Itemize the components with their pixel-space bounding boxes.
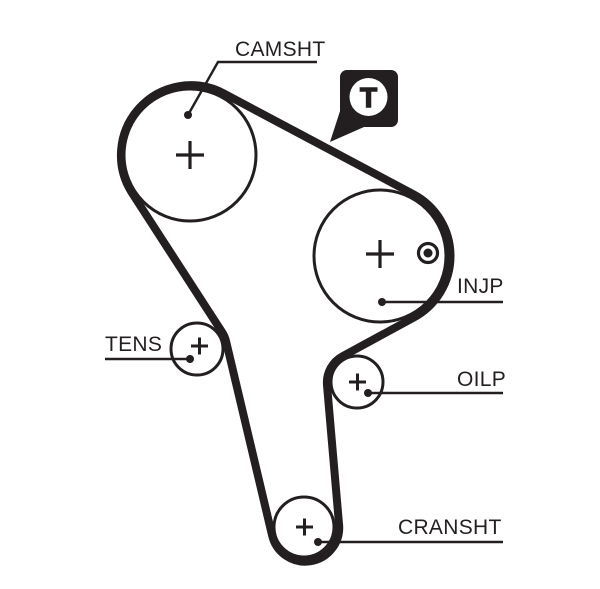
badge-letter: T	[360, 82, 377, 113]
timing-belt	[116, 81, 455, 566]
camshaft-center-cross-icon	[176, 141, 204, 169]
tensioner-pulley	[169, 321, 225, 377]
injection-pump-center-cross-icon	[366, 240, 394, 268]
injection-pump-leader-dot	[378, 298, 386, 306]
oil-pump-center-cross-icon	[349, 373, 366, 391]
timing-mark-icon	[416, 241, 440, 265]
camshaft-leader-dot	[184, 111, 192, 119]
tensioner-leader-dot	[186, 355, 194, 363]
camshaft-label: CAMSHT	[235, 38, 326, 61]
oil-pump-leader-dot	[364, 389, 372, 397]
crankshaft-center-cross-icon	[296, 518, 313, 536]
tensioner-label: TENS	[105, 333, 163, 356]
camshaft-leader-line	[186, 60, 317, 116]
tension-check-badge-icon: T	[330, 70, 398, 142]
crankshaft-leader-dot	[314, 538, 322, 546]
oil-pump-label: OILP	[457, 368, 507, 391]
tensioner-center-cross-icon	[191, 337, 208, 355]
crankshaft-label: CRANSHT	[398, 516, 502, 539]
injection-pump-label: INJP	[457, 275, 504, 298]
